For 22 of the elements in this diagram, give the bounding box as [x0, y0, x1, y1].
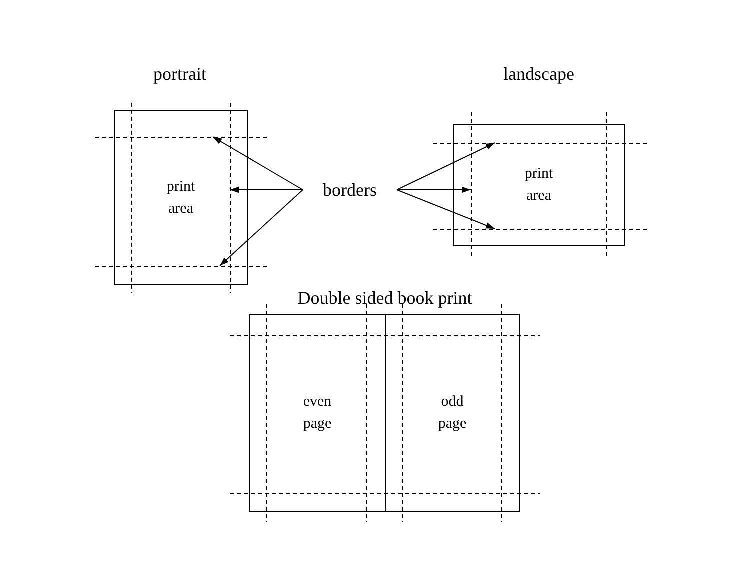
heading: landscape	[502, 63, 576, 86]
page-outline	[385, 314, 520, 512]
heading: portrait	[152, 63, 208, 86]
margin-line	[95, 266, 268, 267]
page-label: print area	[524, 165, 554, 206]
page-label: even page	[302, 393, 333, 434]
leader-arrow	[212, 136, 304, 190]
page-outline	[249, 314, 386, 512]
page-label: odd page	[437, 393, 468, 434]
leader-arrow	[220, 190, 304, 266]
leader-arrow	[396, 142, 496, 190]
leader-arrow	[230, 186, 304, 194]
page-label: print area	[166, 178, 196, 218]
margin-line	[471, 112, 472, 257]
margin-line	[230, 103, 231, 293]
margin-line	[433, 143, 648, 144]
margin-line	[433, 229, 648, 230]
margin-line	[95, 137, 268, 138]
leader-arrow	[396, 186, 472, 194]
heading: Double sided book print	[296, 287, 474, 310]
leader-arrow	[396, 190, 496, 230]
callout-label: borders	[303, 179, 397, 201]
